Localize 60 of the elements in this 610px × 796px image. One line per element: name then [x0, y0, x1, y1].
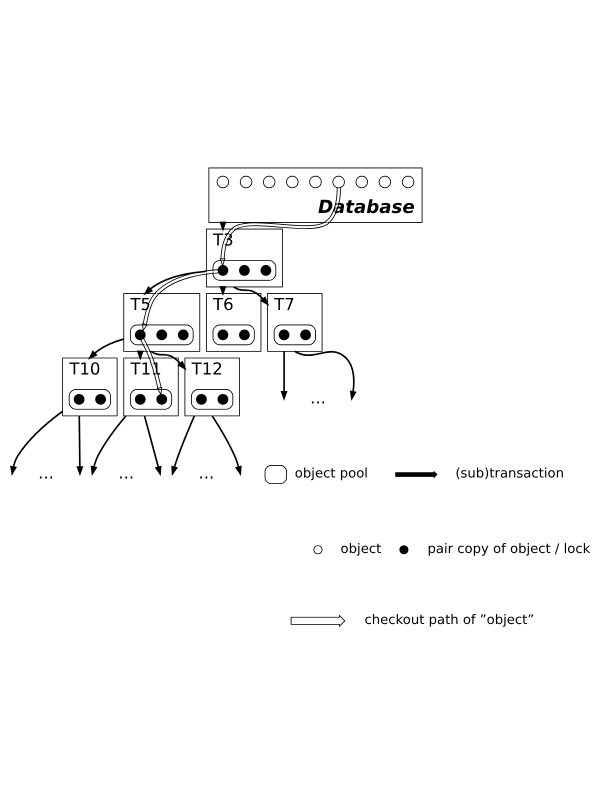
label: ...	[38, 463, 54, 482]
legend-label: object	[340, 541, 382, 556]
legend-label: object pool	[294, 466, 368, 482]
node-circle	[402, 175, 414, 188]
node-dot	[134, 393, 146, 404]
node-dot	[218, 393, 228, 404]
cluster	[130, 388, 172, 410]
node-circle	[263, 175, 276, 188]
arrow	[143, 270, 206, 295]
node-dot	[218, 264, 228, 276]
arrow	[76, 415, 84, 476]
node-dot	[218, 329, 228, 340]
node-circle	[216, 175, 230, 188]
arrow	[144, 415, 162, 476]
node-dot	[300, 329, 311, 340]
arrow	[211, 414, 242, 476]
node-dot	[178, 329, 189, 340]
legend-label: (sub)transaction	[455, 466, 564, 482]
cluster: T10	[62, 357, 118, 416]
label: ...	[118, 463, 134, 482]
cluster	[212, 324, 255, 345]
cluster: T12	[184, 357, 240, 416]
arrow	[220, 186, 341, 266]
label: ...	[310, 388, 326, 407]
legend-label: checkout path of ”object”	[364, 612, 534, 628]
label: ...	[198, 463, 214, 482]
node-dot	[156, 393, 168, 404]
arrow	[233, 286, 270, 306]
arrow	[88, 338, 124, 360]
node-dot	[74, 393, 84, 404]
node-circle	[240, 175, 252, 188]
cluster: T5	[123, 292, 200, 352]
arrow	[171, 415, 196, 476]
node-dot	[239, 264, 250, 276]
arrow	[280, 350, 288, 400]
node-dot	[156, 329, 168, 340]
node-circle	[286, 175, 299, 188]
cluster	[191, 388, 234, 410]
arrow	[294, 350, 357, 400]
arrow	[10, 410, 64, 476]
cluster	[274, 324, 316, 345]
cluster: T6	[206, 292, 262, 352]
node-dot	[196, 393, 207, 404]
node-dot	[95, 393, 106, 404]
node-dot	[239, 329, 250, 340]
legend-label: pair copy of object / lock	[427, 541, 590, 556]
node-dot	[134, 329, 146, 340]
node-dot	[260, 264, 272, 276]
cluster: T7	[267, 292, 322, 352]
cluster	[130, 324, 194, 345]
cluster	[68, 388, 111, 410]
cluster	[212, 260, 276, 280]
arrow	[90, 414, 127, 476]
arrow	[150, 350, 187, 370]
node-circle	[356, 175, 368, 188]
node-circle	[332, 175, 345, 188]
arrow	[142, 268, 218, 332]
node-dot	[278, 329, 290, 340]
node-circle	[309, 175, 322, 188]
node-circle	[378, 175, 392, 188]
